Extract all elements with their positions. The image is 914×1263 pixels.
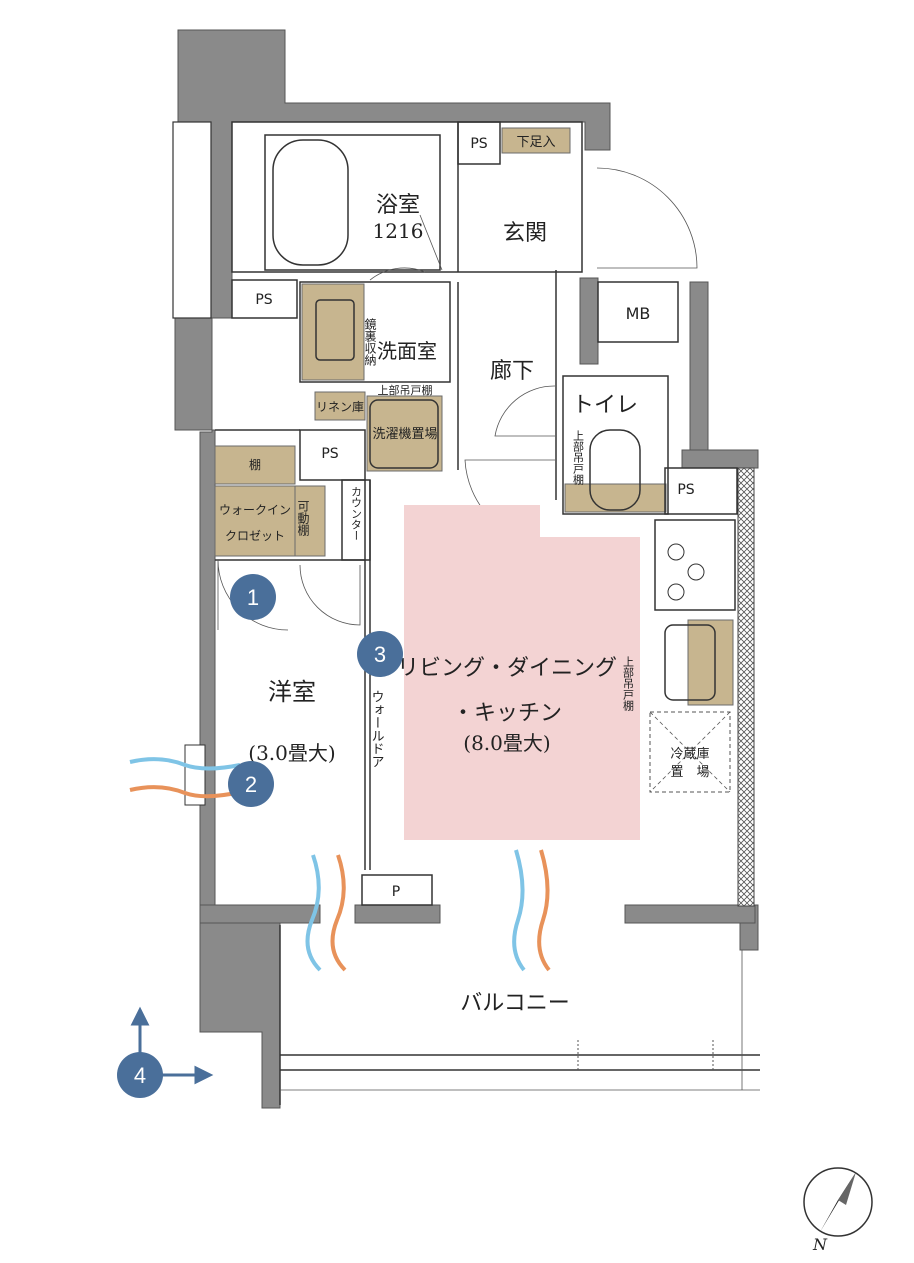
mirror-storage-label: 鏡裏収納 [363, 317, 377, 366]
compass-north-label: N [812, 1235, 828, 1254]
ps-label-3: PS [321, 446, 338, 462]
kitchen-cabinet-label: 上部吊戸棚 [622, 656, 635, 712]
interior-lines [214, 121, 760, 1105]
svg-text:1: 1 [247, 585, 259, 610]
bathroom-label: 浴室 [376, 193, 420, 218]
washer-label: 洗濯機置場 [372, 427, 437, 442]
hallway-label: 廊下 [490, 359, 534, 384]
svg-text:4: 4 [134, 1063, 146, 1088]
wall-door-label: ウォールドア [369, 690, 384, 768]
ldk-label-line1: リビング・ダイニング [397, 656, 617, 681]
p-label: P [392, 884, 400, 900]
marker-4: 4 [117, 1052, 163, 1098]
shoe-storage-label: 下足入 [516, 135, 555, 150]
toilet-cabinet-label: 上部吊戸棚 [572, 430, 585, 486]
marker-1: 1 [230, 574, 276, 620]
fridge-label-line2: 置 場 [670, 765, 709, 780]
window-left [172, 121, 212, 319]
marker-2: 2 [228, 761, 274, 807]
balcony-label: バルコニー [460, 991, 570, 1016]
entrance-label: 玄関 [503, 221, 547, 246]
window-western [184, 744, 206, 806]
compass-icon: N [803, 1167, 873, 1254]
fridge-label-line1: 冷蔵庫 [670, 747, 709, 762]
shelf-label: 棚 [249, 457, 261, 472]
marker-3: 3 [357, 631, 403, 677]
ps-label-4: PS [677, 482, 694, 498]
movable-shelf-label: 可動棚 [296, 500, 310, 537]
upper-cabinet-label: 上部吊戸棚 [378, 383, 433, 397]
walkin-label: ウォークイン [219, 503, 291, 517]
toilet-label: トイレ [572, 393, 638, 418]
stove-icon [667, 543, 705, 601]
ldk-highlight [404, 505, 640, 840]
western-size-label: (3.0畳大) [248, 741, 335, 765]
ps-label-2: PS [255, 292, 272, 308]
ps-label-1: PS [470, 136, 487, 152]
closet-label: クロゼット [225, 529, 285, 543]
counter-label: カウンター [350, 486, 363, 541]
mb-label: MB [626, 304, 651, 323]
svg-text:2: 2 [245, 772, 257, 797]
air-flow-icon [129, 757, 551, 972]
western-room-label: 洋室 [268, 678, 316, 706]
linen-label: リネン庫 [316, 400, 364, 414]
washroom-label: 洗面室 [377, 339, 437, 363]
bathroom-size-label: 1216 [373, 219, 424, 243]
ldk-label-line2: ・キッチン [452, 701, 562, 726]
svg-text:3: 3 [374, 642, 386, 667]
ldk-size-label: (8.0畳大) [463, 731, 550, 755]
structural-walls [174, 29, 759, 1109]
